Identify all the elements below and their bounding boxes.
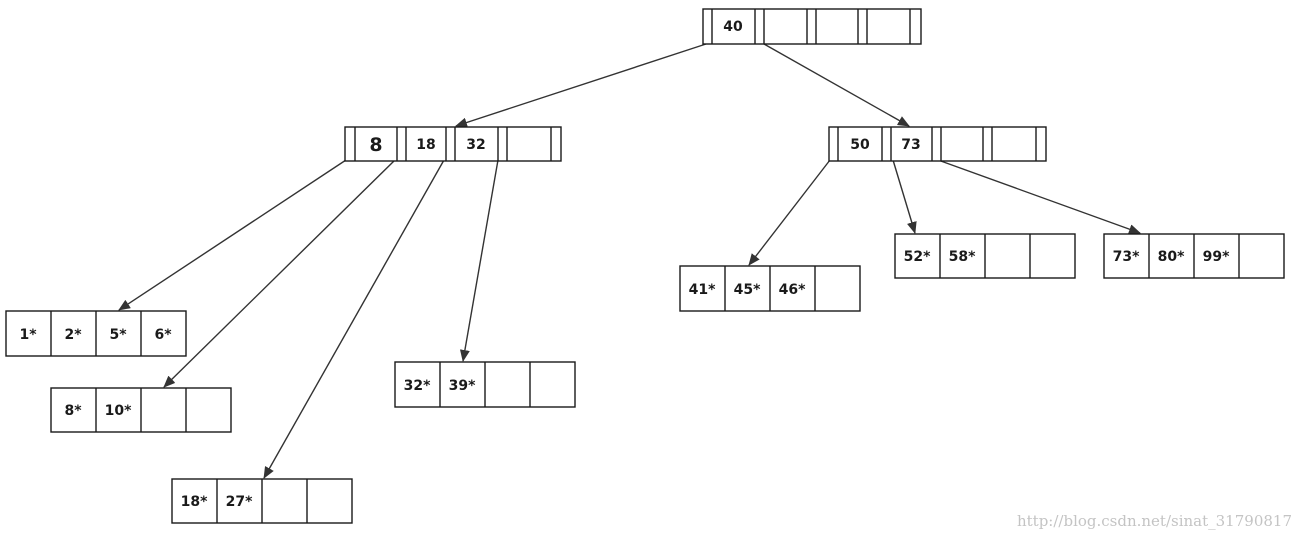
leaf-6-key-2: 58* — [949, 249, 976, 265]
leaf-5-key-2: 45* — [734, 282, 761, 298]
leaf-node-4: 32* 39* — [394, 361, 576, 408]
leaf-5-key-3: 46* — [779, 282, 806, 298]
leaf-7-key-3: 99* — [1203, 249, 1230, 265]
leaf-node-6: 52* 58* — [894, 233, 1076, 279]
leaf-4-key-1: 32* — [404, 378, 431, 394]
edge-right-to-leaf-6 — [892, 159, 917, 234]
internal-left-key-2: 18 — [416, 137, 435, 153]
leaf-node-2: 8* 10* — [50, 387, 232, 433]
internal-right-key-2: 73 — [901, 137, 920, 153]
edge-right-to-leaf-5 — [748, 159, 831, 266]
leaf-3-key-2: 27* — [226, 494, 253, 510]
tree-edges — [118, 43, 1141, 479]
leaf-2-key-2: 10* — [105, 403, 132, 419]
leaf-5-key-1: 41* — [689, 282, 716, 298]
leaf-1-key-2: 2* — [64, 327, 82, 343]
leaf-7-key-1: 73* — [1113, 249, 1140, 265]
leaf-6-key-1: 52* — [904, 249, 931, 265]
leaf-node-5: 41* 45* 46* — [679, 265, 861, 312]
internal-right-key-1: 50 — [850, 137, 870, 153]
leaf-7-key-2: 80* — [1158, 249, 1185, 265]
root-key-1: 40 — [723, 19, 743, 35]
edge-left-to-leaf-3 — [263, 159, 445, 479]
internal-node-left: 8 18 32 — [344, 126, 562, 162]
edge-root-to-left — [455, 43, 707, 128]
watermark-text: http://blog.csdn.net/sinat_31790817 — [1017, 512, 1292, 530]
root-node: 40 — [702, 8, 922, 45]
edge-right-to-leaf-7 — [937, 159, 1141, 234]
leaf-1-key-4: 6* — [154, 327, 172, 343]
edge-left-to-leaf-1 — [118, 159, 347, 311]
leaf-4-key-2: 39* — [449, 378, 476, 394]
leaf-node-7: 73* 80* 99* — [1103, 233, 1285, 279]
leaf-node-1: 1* 2* 5* 6* — [5, 310, 187, 357]
internal-left-key-1: 8 — [369, 134, 382, 156]
leaf-2-key-1: 8* — [64, 403, 82, 419]
edge-root-to-right — [763, 43, 910, 127]
leaf-3-key-1: 18* — [181, 494, 208, 510]
leaf-1-key-1: 1* — [19, 327, 37, 343]
leaf-1-key-3: 5* — [109, 327, 127, 343]
edge-left-to-leaf-2 — [163, 159, 396, 388]
internal-left-key-3: 32 — [466, 137, 485, 153]
edge-left-to-leaf-4 — [459, 159, 499, 362]
internal-node-right: 50 73 — [828, 126, 1047, 162]
leaf-node-3: 18* 27* — [171, 478, 353, 524]
